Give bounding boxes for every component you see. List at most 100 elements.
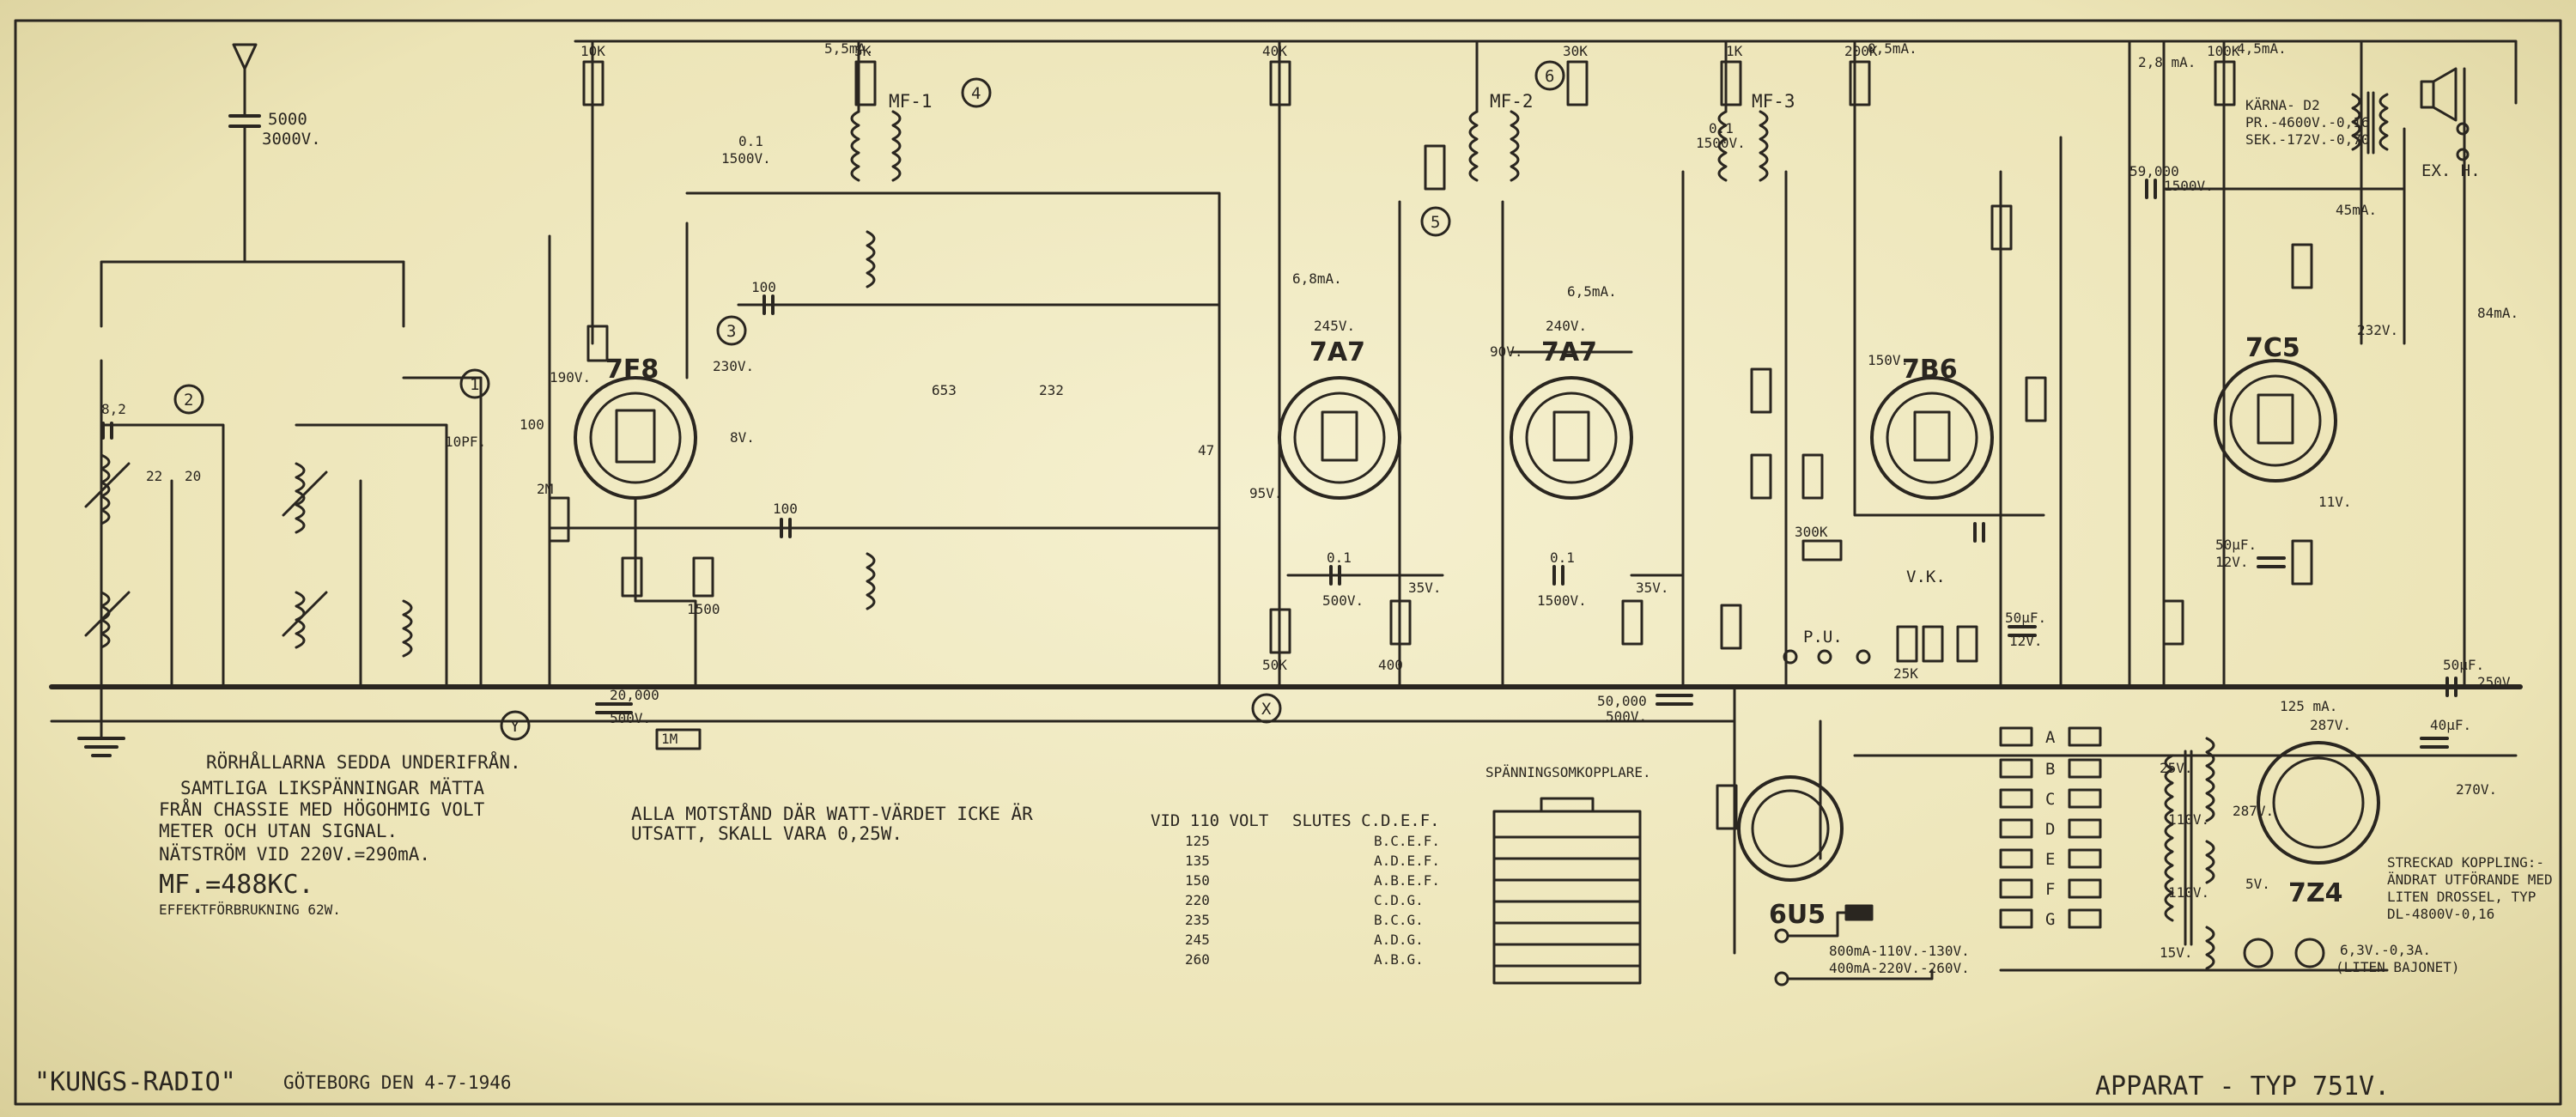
tap-terminals bbox=[1999, 726, 2102, 929]
c-01a-voltage: 1500V. bbox=[721, 150, 771, 167]
v-15: 15V. bbox=[2160, 944, 2193, 961]
note-line-5: NÄTSTRÖM VID 220V.=290mA. bbox=[159, 843, 430, 865]
note-line-6: MF.=488KC. bbox=[159, 870, 314, 900]
tube-7c5 bbox=[2214, 359, 2337, 483]
fuse-note-1: 800mA-110V.-130V. bbox=[1829, 943, 1970, 959]
tap-f: F bbox=[2045, 880, 2055, 899]
capacitors bbox=[101, 179, 2458, 749]
c-100a-label: 100 bbox=[519, 416, 544, 433]
c-20000-label: 20,000 bbox=[610, 687, 659, 703]
c-50uf-b-label: 50µF. bbox=[2215, 537, 2257, 553]
speaker-line-1: KÄRNA- D2 bbox=[2245, 97, 2320, 113]
v-8: 8V. bbox=[730, 429, 755, 446]
note-line-1: RÖRHÅLLARNA SEDDA UNDERIFRÅN. bbox=[206, 750, 521, 773]
table-row-contacts: B.C.G. bbox=[1374, 912, 1424, 928]
r-2m-label: 2M bbox=[537, 481, 553, 497]
speaker-line-3: SEK.-172V.-0,70 bbox=[2245, 131, 2370, 148]
resistors bbox=[548, 60, 2313, 830]
ref-label-4: 4 bbox=[971, 84, 981, 103]
resistor-note-1: ALLA MOTSTÅND DÄR WATT-VÄRDET ICKE ÄR bbox=[631, 802, 1033, 824]
c-59000-label: 59,000 bbox=[2129, 163, 2179, 179]
reference-circles bbox=[173, 60, 1565, 741]
ref-label-6: 6 bbox=[1545, 67, 1554, 86]
v-230: 230V. bbox=[713, 358, 754, 374]
v-250: 250V. bbox=[2477, 674, 2518, 690]
v-270: 270V. bbox=[2456, 781, 2497, 798]
rf-coils bbox=[84, 359, 483, 689]
table-row-contacts: B.C.E.F. bbox=[1374, 833, 1440, 849]
i-45: 4,5mA. bbox=[2237, 40, 2287, 57]
c-50uf-a-voltage: 12V. bbox=[2009, 633, 2043, 649]
c-01c-label: 0.1 bbox=[1327, 549, 1352, 566]
antenna-cap-voltage: 3000V. bbox=[262, 130, 321, 149]
tap-g: G bbox=[2045, 910, 2055, 929]
table-row-contacts: A.B.E.F. bbox=[1374, 872, 1440, 889]
tap-c: C bbox=[2045, 790, 2055, 809]
pu-label: P.U. bbox=[1803, 628, 1843, 647]
table-row-contacts: A.D.E.F. bbox=[1374, 853, 1440, 869]
note-line-3: FRÅN CHASSIE MED HÖGOHMIG VOLT bbox=[159, 798, 485, 820]
i-45b: 45mA. bbox=[2336, 202, 2377, 218]
ref-label-x: X bbox=[1261, 700, 1272, 719]
page-title: APPARAT - TYP 751V. bbox=[2095, 1071, 2390, 1102]
speaker-symbol bbox=[2351, 67, 2470, 161]
tap-e: E bbox=[2045, 850, 2055, 869]
r-50k-label: 50K bbox=[1262, 657, 1287, 673]
r-1500-label: 1500 bbox=[687, 601, 720, 617]
c-50000-label: 50,000 bbox=[1597, 693, 1647, 709]
table-row-volt: 260 bbox=[1185, 951, 1210, 968]
v-35b: 35V. bbox=[1636, 580, 1669, 596]
tube-7a7-second bbox=[1510, 376, 1633, 500]
v-232: 232V. bbox=[2357, 322, 2398, 338]
i-65: 6,5mA. bbox=[1567, 283, 1617, 300]
table-row-volt: 135 bbox=[1185, 853, 1210, 869]
r-100k-label: 100K bbox=[2207, 43, 2240, 59]
note-line-7: EFFEKTFÖRBRUKNING 62W. bbox=[159, 901, 341, 918]
v-190: 190V. bbox=[550, 369, 591, 385]
c-22-label: 22 bbox=[146, 468, 162, 484]
table-row-volt: 235 bbox=[1185, 912, 1210, 928]
if-label-3: MF-3 bbox=[1752, 91, 1795, 112]
table-row-volt: 245 bbox=[1185, 932, 1210, 948]
c-232-label: 232 bbox=[1039, 382, 1064, 398]
ref-label-y: Y bbox=[510, 717, 520, 736]
c-653-label: 653 bbox=[932, 382, 957, 398]
r-300k-label: 300K bbox=[1795, 524, 1828, 540]
v-35a: 35V. bbox=[1408, 580, 1442, 596]
c-40uf-label: 40µF. bbox=[2430, 717, 2471, 733]
table-row-volt: 220 bbox=[1185, 892, 1210, 908]
pilot-note-1: 6,3V.-0,3A. bbox=[2340, 942, 2431, 958]
place-date: GÖTEBORG DEN 4-7-1946 bbox=[283, 1071, 512, 1093]
table-header-left: VID 110 VOLT bbox=[1151, 811, 1268, 830]
rectifier-note-4: DL-4800V-0,16 bbox=[2387, 906, 2494, 922]
r-200k-label: 200K bbox=[1844, 43, 1878, 59]
tube-7z4-label: 7Z4 bbox=[2288, 878, 2343, 908]
table-row-volt: 125 bbox=[1185, 833, 1210, 849]
tap-a: A bbox=[2045, 728, 2056, 747]
tube-7c5-label: 7C5 bbox=[2245, 333, 2300, 363]
pickup-terminals bbox=[1783, 649, 1871, 665]
voltage-selector-drawing bbox=[1492, 797, 1642, 985]
r-25k-label: 25K bbox=[1893, 665, 1918, 682]
antenna-symbol bbox=[100, 43, 405, 328]
r-5k-label: 5K bbox=[854, 43, 872, 59]
c-01c-voltage: 500V. bbox=[1322, 592, 1364, 609]
circuit-wiring bbox=[548, 39, 2518, 972]
tube-7a7-first bbox=[1278, 376, 1401, 500]
c-01d-voltage: 1500V. bbox=[1537, 592, 1587, 609]
v-5: 5V. bbox=[2245, 876, 2270, 892]
c-50000-voltage: 500V. bbox=[1606, 708, 1647, 725]
power-transformer bbox=[2164, 737, 2325, 970]
v-287b: 287V. bbox=[2233, 803, 2274, 819]
i-125: 125 mA. bbox=[2280, 698, 2337, 714]
c-50uf-a-label: 50µF. bbox=[2005, 610, 2046, 626]
tube-7f8 bbox=[574, 376, 697, 500]
c-47-label: 47 bbox=[1198, 442, 1214, 458]
if-label-2: MF-2 bbox=[1490, 91, 1534, 112]
maker-label: "KUNGS-RADIO" bbox=[34, 1067, 236, 1097]
speaker-label: EX. H. bbox=[2421, 161, 2481, 180]
vk-label: V.K. bbox=[1906, 568, 1946, 586]
c-20000-voltage: 500V. bbox=[610, 710, 651, 726]
table-header-right: SLUTES C.D.E.F. bbox=[1292, 811, 1440, 830]
